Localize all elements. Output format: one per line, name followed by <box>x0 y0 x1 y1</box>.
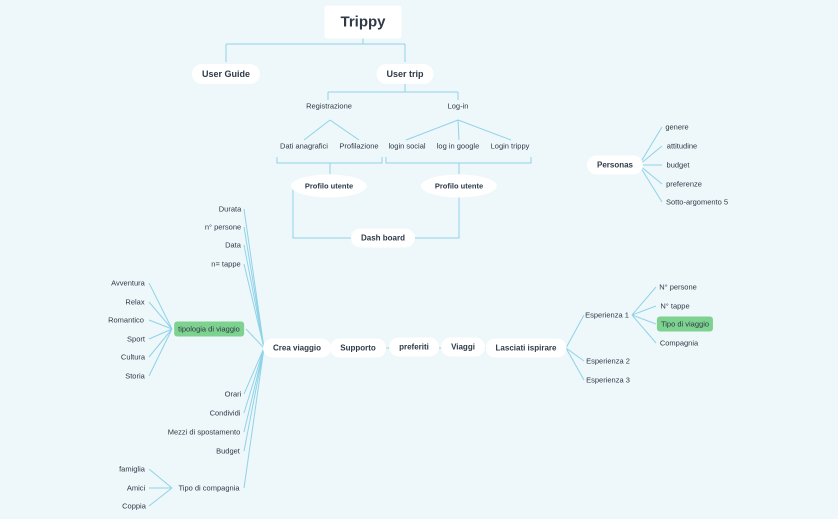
personas-item[interactable]: genere <box>665 122 689 132</box>
personas-node[interactable]: Personas <box>586 155 644 175</box>
tipologia-item[interactable]: Romantico <box>108 315 144 325</box>
esperienza-3-node[interactable]: Esperienza 3 <box>586 375 630 385</box>
login-google-node[interactable]: log in google <box>436 141 480 151</box>
personas-item[interactable]: budget <box>666 160 690 170</box>
crea-viaggio-item[interactable]: n= tappe <box>211 259 241 269</box>
connector <box>243 208 265 489</box>
personas-item[interactable]: preferenze <box>666 179 702 189</box>
connector <box>565 314 585 381</box>
crea-viaggio-node[interactable]: Crea viaggio <box>262 338 332 358</box>
profilo-utente-node[interactable]: Profilo utente <box>290 174 368 198</box>
compagnia-item[interactable]: Coppia <box>122 501 146 511</box>
root-node[interactable]: Trippy <box>324 5 402 39</box>
connector <box>385 157 532 174</box>
crea-viaggio-item[interactable]: Budget <box>216 446 240 456</box>
esperienza-item[interactable]: N° tappe <box>660 301 690 311</box>
connector <box>303 119 360 141</box>
crea-viaggio-item[interactable]: n° persone <box>204 222 242 232</box>
connector <box>225 36 406 62</box>
tipologia-item[interactable]: Relax <box>125 297 145 307</box>
dati-anagrafici-node[interactable]: Dati anagrafici <box>280 141 328 151</box>
esperienza-item[interactable]: Compagnia <box>659 338 699 348</box>
personas-item[interactable]: attitudine <box>666 141 698 151</box>
user-trip-node[interactable]: User trip <box>376 64 434 84</box>
tipologia-item[interactable]: Storia <box>125 371 145 381</box>
esperienza-1-node[interactable]: Esperienza 1 <box>585 310 629 320</box>
connector <box>412 196 460 239</box>
tipologia-item[interactable]: Avventura <box>111 278 145 288</box>
dash-board-node[interactable]: Dash board <box>350 228 416 248</box>
compagnia-item[interactable]: famiglia <box>119 464 145 474</box>
personas-item[interactable]: Sotto-argomento 5 <box>665 197 729 207</box>
connector <box>276 157 383 174</box>
user-guide-node[interactable]: User Guide <box>191 64 261 84</box>
crea-viaggio-item[interactable]: Data <box>225 240 241 250</box>
esperienza-item[interactable]: N° persone <box>659 282 697 292</box>
login-node[interactable]: Log-in <box>447 101 469 111</box>
lasciati-ispirare-node[interactable]: Lasciati ispirare <box>485 338 567 358</box>
login-social-node[interactable]: login social <box>388 141 426 151</box>
compagnia-item[interactable]: Amici <box>126 483 146 493</box>
tipo-compagnia-node[interactable]: Tipo di compagnia <box>178 483 240 493</box>
connector <box>327 84 459 100</box>
esperienza-item-highlighted[interactable]: Tipo di viaggio <box>656 316 714 332</box>
connector <box>148 468 173 507</box>
connector <box>405 119 512 141</box>
tipologia-item[interactable]: Cultura <box>120 352 146 362</box>
crea-viaggio-item[interactable]: Condividi <box>209 408 241 418</box>
tipologia-viaggio-node[interactable]: tipologia di viaggio <box>174 321 244 337</box>
viaggi-node[interactable]: Viaggi <box>441 337 485 357</box>
tipologia-item[interactable]: Sport <box>127 334 145 344</box>
connector <box>638 126 663 203</box>
profilazione-node[interactable]: Profilazione <box>339 141 379 151</box>
connector <box>631 286 657 344</box>
login-trippy-node[interactable]: Login trippy <box>490 141 530 151</box>
connector <box>292 186 356 239</box>
preferiti-node[interactable]: preferiti <box>389 337 439 357</box>
crea-viaggio-item[interactable]: Durata <box>218 204 242 214</box>
supporto-node[interactable]: Supporto <box>330 338 386 358</box>
registrazione-node[interactable]: Registrazione <box>306 101 352 111</box>
connector <box>148 282 173 377</box>
profilo-utente-node[interactable]: Profilo utente <box>420 174 498 198</box>
esperienza-2-node[interactable]: Esperienza 2 <box>586 356 630 366</box>
crea-viaggio-item[interactable]: Orari <box>224 389 242 399</box>
crea-viaggio-item[interactable]: Mezzi di spostamento <box>167 427 241 437</box>
